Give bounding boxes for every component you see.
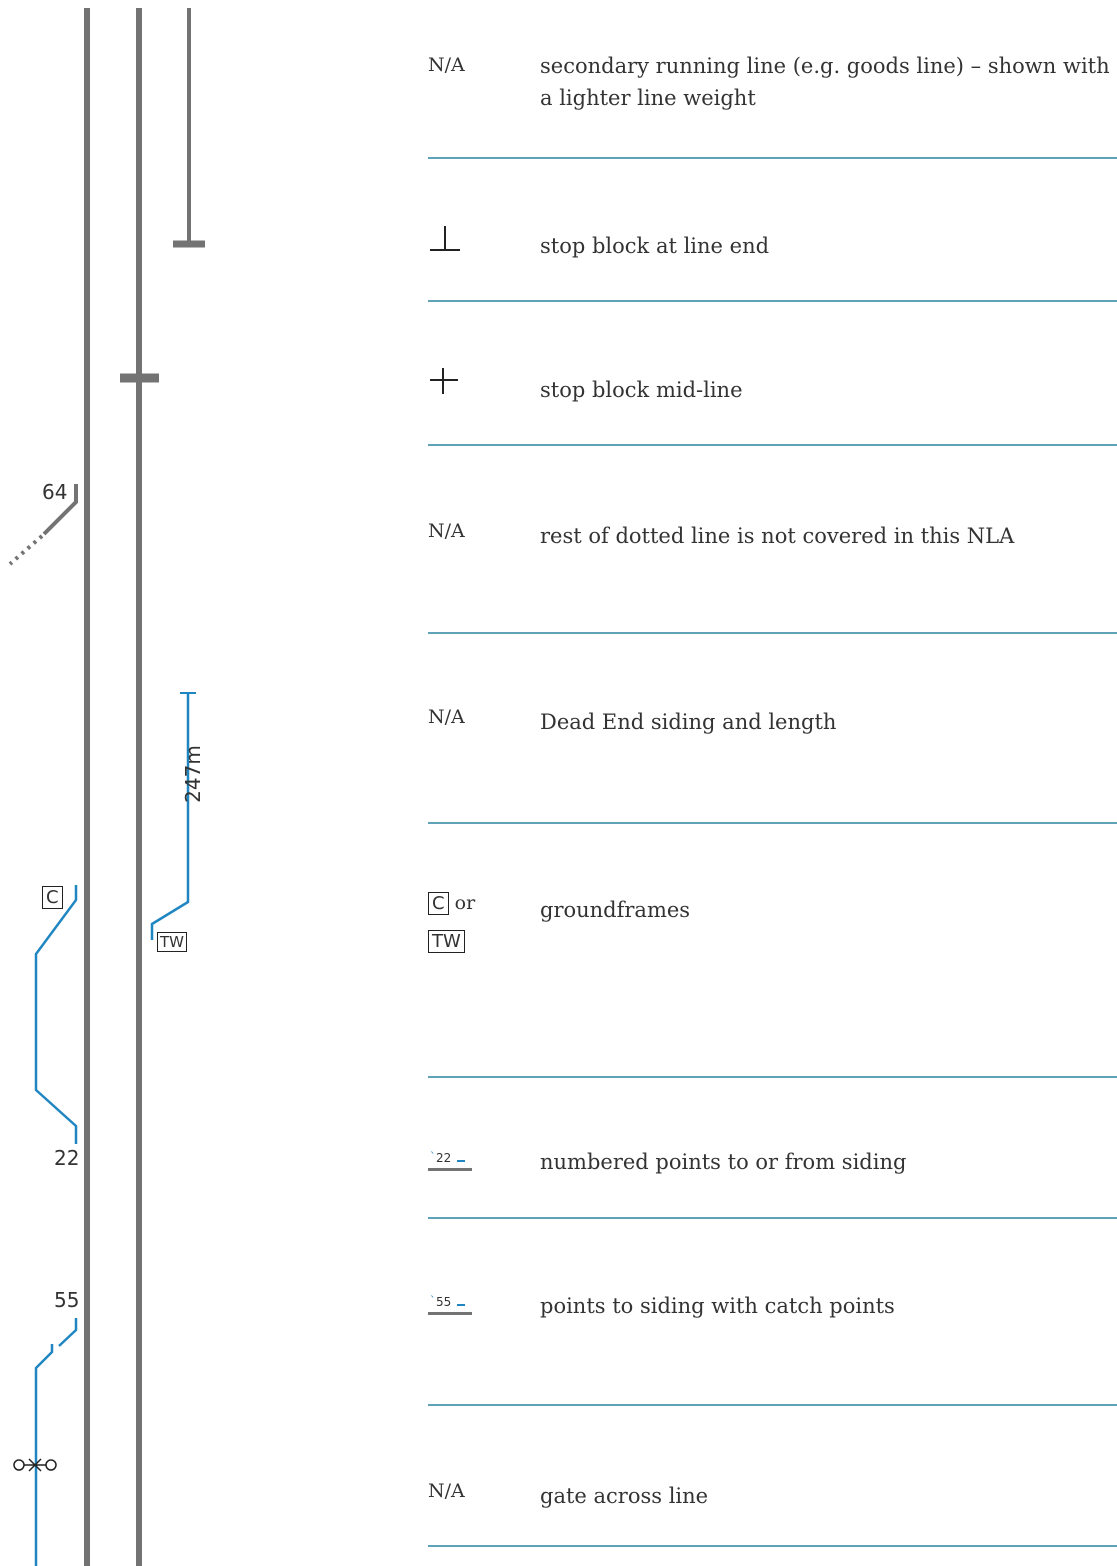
legend-description: Dead End siding and length bbox=[540, 710, 837, 734]
points-64-label: 64 bbox=[42, 480, 68, 504]
numbered-points-icon: ` 22 bbox=[428, 1150, 478, 1176]
legend-divider bbox=[428, 157, 1117, 159]
legend-description: points to siding with catch points bbox=[540, 1294, 895, 1318]
stop-block-end-icon bbox=[430, 226, 460, 251]
legend-description: groundframes bbox=[540, 898, 691, 922]
groundframe-c-box: C bbox=[428, 892, 449, 915]
legend-description: gate across line bbox=[540, 1484, 709, 1508]
groundframe-tw-box: TW bbox=[428, 930, 465, 953]
gate-icon bbox=[13, 1458, 57, 1472]
points-64-line bbox=[42, 484, 78, 536]
siding-loop bbox=[34, 885, 78, 1144]
legend-description: stop block mid-line bbox=[540, 378, 743, 402]
dead-end-siding bbox=[150, 693, 190, 940]
legend-divider bbox=[428, 822, 1117, 824]
siding-length-label: 247m bbox=[180, 745, 205, 803]
legend-divider bbox=[428, 1217, 1117, 1219]
track-diagram bbox=[8, 8, 205, 1566]
legend-divider bbox=[428, 444, 1117, 446]
legend-divider bbox=[428, 1404, 1117, 1406]
legend-symbol: N/A bbox=[428, 54, 465, 76]
catch-points-icon: ` 55 bbox=[428, 1294, 478, 1320]
legend-symbol: N/A bbox=[428, 520, 465, 542]
dotted-continuation bbox=[8, 534, 44, 566]
or-text: or bbox=[454, 892, 476, 914]
legend-description: secondary running line (e.g. goods line)… bbox=[540, 54, 1110, 110]
legend-symbol: N/A bbox=[428, 1480, 465, 1502]
legend-description: stop block at line end bbox=[540, 234, 770, 258]
catch-points-lower bbox=[34, 1344, 54, 1566]
stop-block-mid-icon bbox=[430, 368, 458, 394]
legend-divider bbox=[428, 300, 1117, 302]
legend-symbol-groundframe: C or bbox=[428, 892, 475, 915]
legend-description: rest of dotted line is not covered in th… bbox=[540, 524, 1015, 548]
points-55-label: 55 bbox=[54, 1288, 80, 1312]
groundframe-tw-label: TW bbox=[157, 928, 187, 952]
legend-symbol: N/A bbox=[428, 706, 465, 728]
points-22-label: 22 bbox=[54, 1146, 80, 1170]
legend-divider bbox=[428, 1076, 1117, 1078]
catch-points-top bbox=[58, 1318, 78, 1347]
groundframe-c-label: C bbox=[42, 884, 63, 909]
legend-divider bbox=[428, 632, 1117, 634]
legend-divider bbox=[428, 1545, 1117, 1547]
legend-description: numbered points to or from siding bbox=[540, 1150, 907, 1174]
